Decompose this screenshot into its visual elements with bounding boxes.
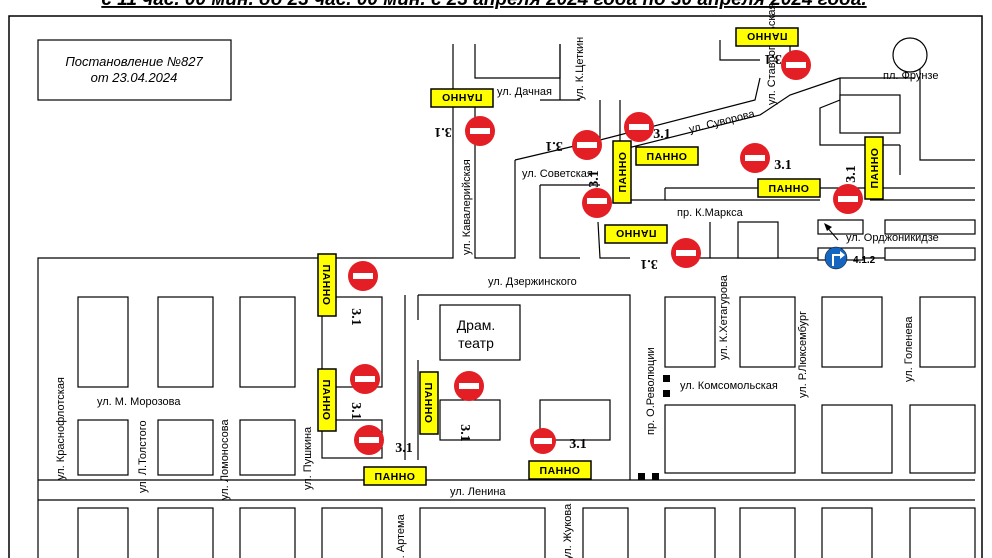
street-zhukova: ул. Жукова <box>562 503 574 558</box>
decree-date: от 23.04.2024 <box>91 70 178 85</box>
street-pushkina: ул. Пушкина <box>302 426 314 490</box>
svg-text:ПАННО: ПАННО <box>747 30 788 42</box>
street-kavaleriyskaya: ул. Кавалерийская <box>461 159 473 255</box>
panno-board: ПАННО <box>528 460 592 480</box>
sign-code-label: 3.1 <box>434 124 452 139</box>
no-entry-sign <box>530 428 556 454</box>
sign-code-label: 3.1 <box>395 441 413 456</box>
sign-code-label: 3.1 <box>545 138 563 153</box>
svg-text:ПАННО: ПАННО <box>375 471 416 483</box>
drama-theatre: Драм. театр <box>457 317 496 351</box>
svg-text:ПАННО: ПАННО <box>320 265 332 306</box>
sign-code-label: 3.1 <box>587 170 602 188</box>
panno-board: ПАННО <box>363 466 427 486</box>
street-morozova: ул. М. Морозова <box>97 396 181 408</box>
no-entry-sign <box>465 116 495 146</box>
sign-code-label: 3.1 <box>653 127 671 142</box>
panno-board: ПАННО <box>757 178 821 198</box>
street-zetkin: ул. К.Цеткин <box>574 37 586 100</box>
decree-box: Постановление №827 от 23.04.2024 <box>37 39 232 101</box>
panno-board: ПАННО <box>430 88 494 108</box>
street-rlyuksemburg: ул. Р.Люксембург <box>797 311 809 398</box>
theatre-line2: театр <box>458 335 494 351</box>
city-blocks <box>77 94 976 558</box>
sign-code-label: 3.1 <box>844 165 859 183</box>
direction-sign-code: 4.1.2 <box>853 255 876 266</box>
no-entry-signs <box>348 50 863 455</box>
sign-code-label: 3.1 <box>640 256 658 271</box>
street-dzerzhinskogo: ул. Дзержинского <box>488 276 577 288</box>
svg-text:ПАННО: ПАННО <box>442 91 483 103</box>
panno-board: ПАННО <box>635 146 699 166</box>
no-entry-sign <box>454 371 484 401</box>
street-lenina: ул. Ленина <box>450 486 506 498</box>
sign-code-label: 3.1 <box>348 308 363 326</box>
no-entry-sign <box>582 188 612 218</box>
panno-board: ПАННО <box>419 371 439 435</box>
svg-text:ПАННО: ПАННО <box>647 151 688 163</box>
no-entry-sign <box>781 50 811 80</box>
sign-code-label: 3.1 <box>457 424 472 442</box>
no-entry-sign <box>350 364 380 394</box>
street-ordzhonikidze: ул. Орджоникидзе <box>846 232 939 244</box>
no-entry-sign <box>354 425 384 455</box>
frunze-square-circle <box>892 37 928 73</box>
svg-text:ПАННО: ПАННО <box>540 465 581 477</box>
street-goleneva: ул. Голенева <box>903 316 915 382</box>
no-entry-sign <box>833 184 863 214</box>
street-komsomolskaya: ул. Комсомольская <box>680 380 778 392</box>
panno-board: ПАННО <box>735 27 799 47</box>
street-dachnaya: ул. Дачная <box>497 86 552 98</box>
no-entry-sign <box>624 112 654 142</box>
street-ltolstogo: ул. Л.Толстого <box>137 420 149 493</box>
street-artema: ул. Артема <box>395 513 407 558</box>
street-khetagurova: ул. К.Хетагурова <box>718 274 730 360</box>
street-frunze: пл. Фрунзе <box>883 70 938 82</box>
sign-code-label: 3.1 <box>774 158 792 173</box>
sign-code-label: 3.1 <box>764 51 782 66</box>
street-orevolyucii: пр. О.Революции <box>645 347 657 435</box>
svg-text:ПАННО: ПАННО <box>320 380 332 421</box>
decree-title: Постановление №827 <box>65 54 203 69</box>
map-frame <box>8 15 983 558</box>
theatre-line1: Драм. <box>457 317 496 333</box>
street-sovetskaya: ул. Советская <box>522 168 593 180</box>
svg-text:ПАННО: ПАННО <box>422 383 434 424</box>
street-kmarksa: пр. К.Маркса <box>677 207 744 219</box>
svg-text:ПАННО: ПАННО <box>616 227 657 239</box>
no-entry-sign <box>348 261 378 291</box>
panno-board: ПАННО <box>864 136 884 200</box>
street-suvorova: ул. Суворова <box>688 108 757 136</box>
panno-board: ПАННО <box>604 224 668 244</box>
no-entry-sign <box>740 143 770 173</box>
sign-code-label: 3.1 <box>569 437 587 452</box>
panno-boards: ПАННО ПАННО ПАННО ПАННО ПАННО ПАННО ПАНН… <box>317 27 884 486</box>
street-lomonosova: ул. Ломоносова <box>219 419 231 500</box>
svg-text:ПАННО: ПАННО <box>869 148 881 189</box>
no-entry-sign <box>671 238 701 268</box>
markers <box>638 375 670 480</box>
panno-board: ПАННО <box>317 253 337 317</box>
sign-codes: 3.1 3.1 3.1 3.1 3.1 3.1 3.1 3.1 3.1 3.1 … <box>348 51 859 456</box>
sign-code-label: 3.1 <box>348 402 363 420</box>
direction-sign-4-1-2: 4.1.2 <box>824 223 876 270</box>
svg-text:ПАННО: ПАННО <box>617 152 629 193</box>
panno-board: ПАННО <box>317 368 337 432</box>
header-text: с 11 час. 00 мин. до 23 час. 00 мин. с 2… <box>101 0 866 10</box>
street-krasnoflotskaya: ул. Краснофлотская <box>55 377 67 480</box>
no-entry-sign <box>572 130 602 160</box>
panno-board: ПАННО <box>612 140 632 204</box>
svg-text:ПАННО: ПАННО <box>769 183 810 195</box>
